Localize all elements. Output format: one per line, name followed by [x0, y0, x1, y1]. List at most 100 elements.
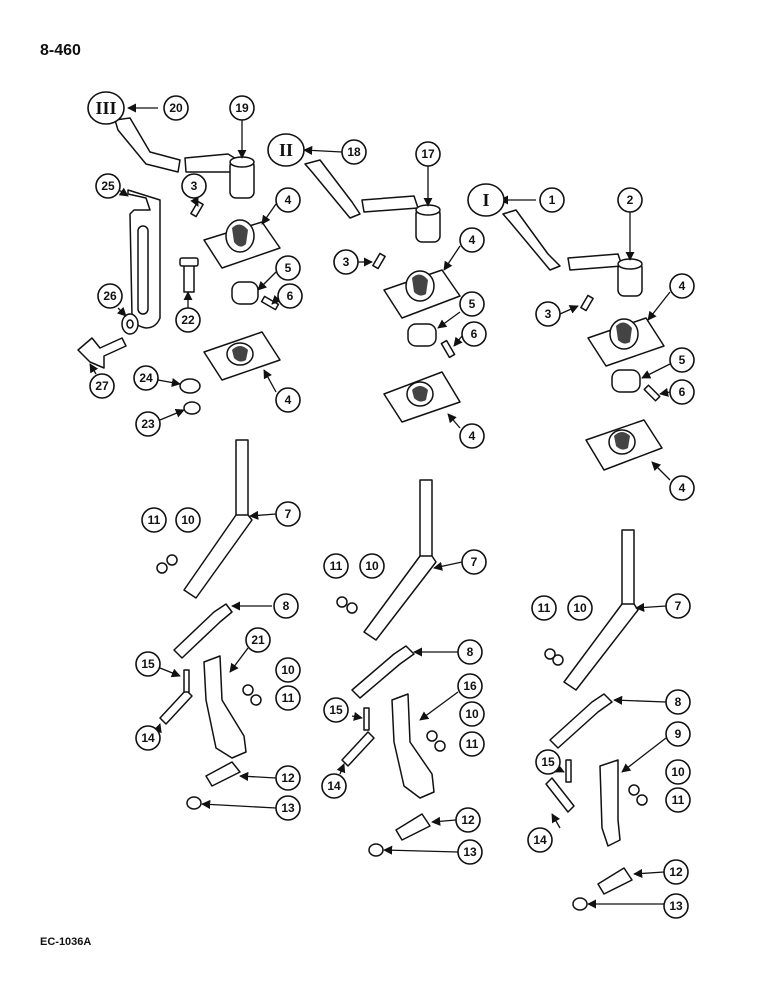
group-label-iii: III	[87, 91, 125, 125]
svg-text:8: 8	[467, 645, 474, 659]
svg-text:23: 23	[141, 417, 155, 431]
callout-11f: 11	[665, 787, 691, 813]
roll-pin-15b	[363, 707, 370, 731]
shift-shaft-7a	[235, 439, 249, 521]
shift-rod-ii-end	[361, 195, 419, 213]
washer-10a	[166, 554, 178, 566]
svg-text:11: 11	[538, 601, 551, 615]
svg-text:12: 12	[281, 771, 295, 785]
callout-2: 2	[617, 187, 643, 213]
callout-8a: 8	[273, 593, 299, 619]
svg-text:7: 7	[285, 507, 292, 521]
svg-text:4: 4	[285, 193, 292, 207]
svg-text:4: 4	[679, 481, 686, 495]
callout-12b: 12	[455, 807, 481, 833]
adjust-rod-8a	[173, 603, 233, 659]
pivot-pin-14b	[341, 731, 375, 767]
svg-text:4: 4	[469, 429, 476, 443]
washer-10e	[552, 654, 564, 666]
callout-16: 16	[457, 673, 483, 699]
svg-text:6: 6	[679, 385, 686, 399]
callout-25: 25	[95, 173, 121, 199]
svg-text:27: 27	[95, 379, 109, 393]
callout-23: 23	[135, 411, 161, 437]
callout-14b: 14	[321, 773, 347, 799]
svg-text:5: 5	[285, 261, 292, 275]
group-label-ii-text: II	[279, 140, 293, 160]
svg-text:10: 10	[671, 765, 685, 779]
callout-4a: 4	[275, 187, 301, 213]
svg-text:10: 10	[465, 707, 479, 721]
callout-6c: 6	[669, 379, 695, 405]
shift-shaft-7b	[419, 479, 433, 561]
adjust-rod-8c	[549, 693, 613, 749]
callout-11c: 11	[323, 553, 349, 579]
shift-fork-7a	[183, 514, 253, 599]
svg-text:7: 7	[675, 599, 682, 613]
relay-lever-9	[599, 759, 621, 847]
callout-13c: 13	[663, 893, 689, 919]
figure-code: EC-1036A	[40, 936, 92, 948]
shift-fork-7b	[363, 555, 437, 641]
relay-lever-16	[391, 693, 435, 799]
callout-10b: 10	[275, 657, 301, 683]
washer-10f	[628, 784, 640, 796]
svg-text:19: 19	[235, 101, 249, 115]
roll-pin-15a	[183, 669, 190, 693]
svg-text:13: 13	[463, 845, 477, 859]
callout-15a: 15	[135, 651, 161, 677]
svg-text:3: 3	[191, 179, 198, 193]
svg-text:17: 17	[421, 147, 435, 161]
svg-text:5: 5	[469, 297, 476, 311]
svg-text:12: 12	[669, 865, 683, 879]
svg-text:11: 11	[330, 559, 343, 573]
callout-7a: 7	[275, 501, 301, 527]
nut-11f	[636, 794, 648, 806]
svg-text:15: 15	[541, 755, 555, 769]
svg-text:22: 22	[181, 313, 195, 327]
callout-4c: 4	[459, 227, 485, 253]
pin-6b	[440, 339, 456, 359]
nut-11d	[434, 740, 446, 752]
callout-10c: 10	[359, 553, 385, 579]
callout-3c: 3	[535, 301, 561, 327]
svg-text:15: 15	[141, 657, 155, 671]
svg-text:10: 10	[281, 663, 295, 677]
washer-10c	[346, 602, 358, 614]
callout-3a: 3	[181, 173, 207, 199]
svg-text:6: 6	[287, 289, 294, 303]
svg-text:3: 3	[343, 255, 350, 269]
svg-text:11: 11	[466, 737, 479, 751]
pin-6a	[260, 295, 280, 311]
callout-18: 18	[341, 139, 367, 165]
callout-6a: 6	[277, 283, 303, 309]
callout-8b: 8	[457, 639, 483, 665]
roll-pin-15c	[565, 759, 572, 783]
callout-14c: 14	[527, 827, 553, 853]
adjust-rod-8b	[351, 645, 415, 699]
group-label-iii-text: III	[95, 98, 116, 118]
svg-text:14: 14	[141, 731, 155, 745]
washer-10b	[242, 684, 254, 696]
callout-12a: 12	[275, 765, 301, 791]
washer-10d	[426, 730, 438, 742]
callout-4f: 4	[669, 475, 695, 501]
callout-10f: 10	[665, 759, 691, 785]
callout-4d: 4	[459, 423, 485, 449]
callout-13b: 13	[457, 839, 483, 865]
callout-11d: 11	[459, 731, 485, 757]
nut-23	[183, 401, 201, 415]
callout-13a: 13	[275, 795, 301, 821]
wing-bolt-27	[77, 337, 127, 369]
callout-3b: 3	[333, 249, 359, 275]
svg-text:7: 7	[471, 555, 478, 569]
svg-text:13: 13	[281, 801, 295, 815]
callout-4b: 4	[275, 387, 301, 413]
nut-11a	[156, 562, 168, 574]
svg-text:11: 11	[282, 691, 295, 705]
svg-text:18: 18	[347, 145, 361, 159]
bushing-13b	[368, 843, 384, 857]
spacer-24	[179, 378, 201, 394]
callout-5a: 5	[275, 255, 301, 281]
svg-text:3: 3	[545, 307, 552, 321]
